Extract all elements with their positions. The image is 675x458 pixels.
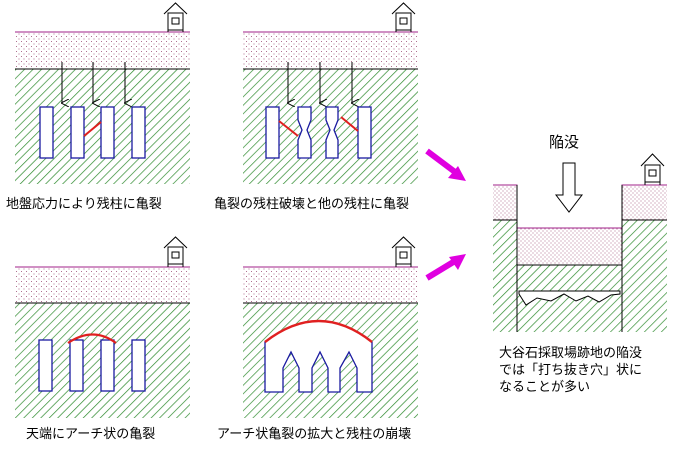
crack	[278, 120, 299, 137]
collapse-note-line-2: では「打ち抜き穴」状に	[499, 363, 643, 378]
collapse-label: 陥没	[549, 133, 580, 151]
panel-2	[243, 2, 418, 184]
collapse-note-line-3: なることが多い	[499, 380, 591, 395]
collapse-panel	[493, 153, 667, 332]
caption-panel-2: 亀裂の残柱破壊と他の残柱に亀裂	[214, 197, 410, 212]
panel-1	[15, 2, 190, 184]
house-icon	[163, 236, 188, 267]
house-icon	[163, 2, 188, 32]
progress-arrow-upper	[425, 148, 466, 181]
crack	[83, 121, 102, 137]
pillars	[38, 339, 146, 392]
house-icon	[391, 2, 416, 32]
soil-layer	[243, 267, 418, 303]
pillars	[39, 106, 146, 159]
collapse-down-arrow	[554, 162, 584, 213]
soil-layer	[243, 32, 418, 69]
collapse-note-line-1: 大谷石採取場跡地の陥没	[499, 346, 643, 361]
arch-crack	[67, 333, 117, 344]
house-icon	[391, 236, 416, 267]
caption-panel-3: 天端にアーチ状の亀裂	[26, 427, 156, 442]
crack	[340, 116, 359, 132]
stress-arrows	[288, 62, 352, 103]
pillars	[265, 106, 372, 159]
house-icon	[640, 153, 665, 185]
caption-panel-1: 地盤応力により残柱に亀裂	[6, 197, 162, 212]
stress-arrows	[62, 62, 125, 103]
soil-layer	[15, 267, 190, 303]
panel-3	[15, 236, 190, 418]
panel-4	[243, 236, 418, 418]
caption-panel-4: アーチ状亀裂の拡大と残柱の崩壊	[217, 427, 412, 442]
cavity	[518, 290, 621, 306]
arch-crack	[264, 319, 373, 343]
progress-arrow-lower	[425, 254, 466, 281]
soil-layer	[15, 32, 190, 69]
